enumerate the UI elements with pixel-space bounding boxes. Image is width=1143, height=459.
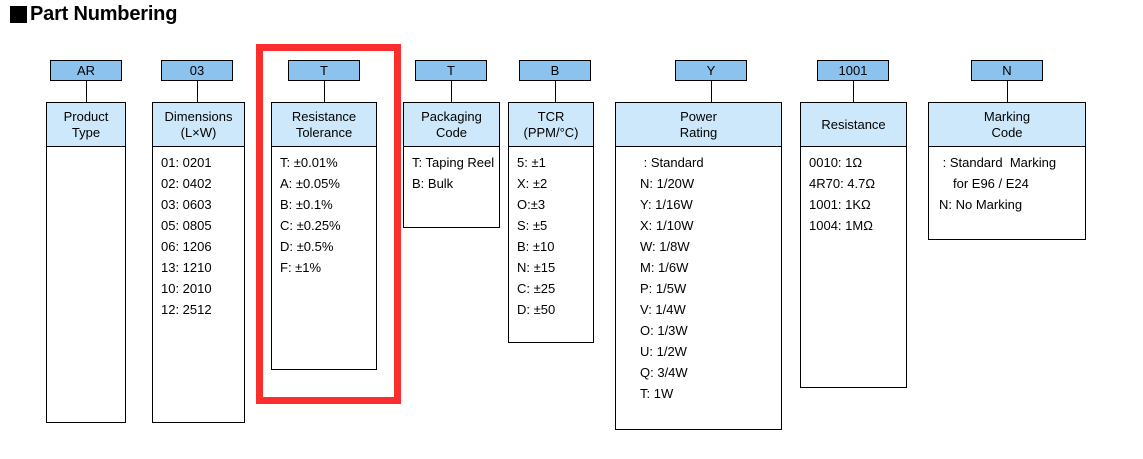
list-item: 02: 0402 [161,176,212,191]
title-line1-resistance-tolerance: Resistance [291,109,357,124]
title-line2-tcr: (PPM/°C) [523,125,579,140]
title-box-marking-code: Marking Code [928,102,1086,147]
code-box-resistance: 1001 [817,60,889,81]
list-item: 06: 1206 [161,239,212,254]
title-line1-resistance: Resistance [821,117,886,132]
page-title: Part Numbering [10,4,177,24]
title-line1-packaging-code: Packaging [421,109,482,124]
list-item: X: ±2 [517,176,548,191]
list-item: 13: 1210 [161,260,212,275]
body-box-resistance-tolerance: T: ±0.01% A: ±0.05% B: ±0.1% C: ±0.25% D… [271,147,377,370]
list-item: 05: 0805 [161,218,212,233]
title-box-power-rating: Power Rating [615,102,782,147]
title-box-resistance: Resistance [800,102,907,147]
list-item: S: ±5 [517,218,548,233]
page-title-text: Part Numbering [30,3,178,25]
code-box-dimensions: 03 [161,60,233,81]
title-line1-power-rating: Power [680,109,717,124]
list-item: N: ±15 [517,260,556,275]
code-box-packaging-code: T [415,60,487,81]
connector-resistance-tolerance [324,81,325,102]
title-line2-packaging-code: Code [435,125,468,140]
list-item: P: 1/5W [640,281,687,296]
list-item: Y: 1/16W [640,197,693,212]
list-item: 03: 0603 [161,197,212,212]
list-item: N: 1/20W [640,176,695,191]
list-item: V: 1/4W [640,302,686,317]
list-item: M: 1/6W [640,260,689,275]
list-item: C: ±0.25% [280,218,341,233]
code-box-resistance-tolerance: T [288,60,360,81]
list-item: T: Taping Reel [412,155,495,170]
code-box-tcr: B [519,60,591,81]
title-line1-product-type: Product [63,109,109,124]
body-box-marking-code: : Standard Marking for E96 / E24 N: No M… [928,147,1086,240]
square-bullet-icon [10,5,27,23]
connector-power-rating [711,81,712,102]
list-item: 4R70: 4.7Ω [809,176,876,191]
list-item: 10: 2010 [161,281,212,296]
list-item: W: 1/8W [640,239,690,254]
list-item: 12: 2512 [161,302,212,317]
body-box-dimensions: 01: 0201 02: 0402 03: 0603 05: 0805 06: … [152,147,245,423]
list-item: O:±3 [517,197,546,212]
list-item: for E96 / E24 [953,176,1029,191]
connector-marking-code [1007,81,1008,102]
code-box-power-rating: Y [675,60,747,81]
title-line1-tcr: TCR [537,109,565,124]
title-box-packaging-code: Packaging Code [403,102,500,147]
list-item: B: Bulk [412,176,454,191]
list-item: D: ±0.5% [280,239,334,254]
list-item: : Standard [640,155,704,170]
list-item: 1004: 1MΩ [809,218,873,233]
connector-tcr [555,81,556,102]
list-item: T: ±0.01% [280,155,338,170]
list-item: X: 1/10W [640,218,694,233]
list-item: N: No Marking [939,197,1023,212]
body-box-tcr: 5: ±1 X: ±2 O:±3 S: ±5 B: ±10 N: ±15 C: … [508,147,594,343]
title-box-product-type: Product Type [46,102,126,147]
list-item: C: ±25 [517,281,556,296]
code-box-product-type: AR [50,60,122,81]
list-item: F: ±1% [280,260,322,275]
connector-dimensions [197,81,198,102]
list-item: O: 1/3W [640,323,688,338]
body-box-power-rating: : Standard N: 1/20W Y: 1/16W X: 1/10W W:… [615,147,782,430]
title-line2-power-rating: Rating [679,125,718,140]
list-item: Q: 3/4W [640,365,688,380]
list-item: 0010: 1Ω [809,155,863,170]
title-line1-marking-code: Marking [983,109,1031,124]
list-item: U: 1/2W [640,344,687,359]
title-line2-marking-code: Code [991,125,1023,140]
title-box-dimensions: Dimensions (L×W) [152,102,245,147]
title-line1-dimensions: Dimensions [164,109,233,124]
list-item: 5: ±1 [517,155,546,170]
list-item: T: 1W [640,386,674,401]
title-line2-dimensions: (L×W) [180,125,217,140]
list-item: 1001: 1KΩ [809,197,871,212]
connector-packaging-code [451,81,452,102]
title-box-tcr: TCR (PPM/°C) [508,102,594,147]
list-item: : Standard Marking [939,155,1057,170]
title-box-resistance-tolerance: Resistance Tolerance [271,102,377,147]
connector-product-type [86,81,87,102]
title-line2-resistance-tolerance: Tolerance [295,125,353,140]
list-item: A: ±0.05% [280,176,340,191]
title-line2-product-type: Type [71,125,101,140]
list-item: B: ±10 [517,239,555,254]
body-box-packaging-code: T: Taping Reel B: Bulk [403,147,500,228]
list-item: B: ±0.1% [280,197,333,212]
connector-resistance [853,81,854,102]
list-item: D: ±50 [517,302,556,317]
body-box-resistance: 0010: 1Ω 4R70: 4.7Ω 1001: 1KΩ 1004: 1MΩ [800,147,907,388]
body-box-product-type [46,147,126,423]
list-item: 01: 0201 [161,155,212,170]
code-box-marking-code: N [971,60,1043,81]
